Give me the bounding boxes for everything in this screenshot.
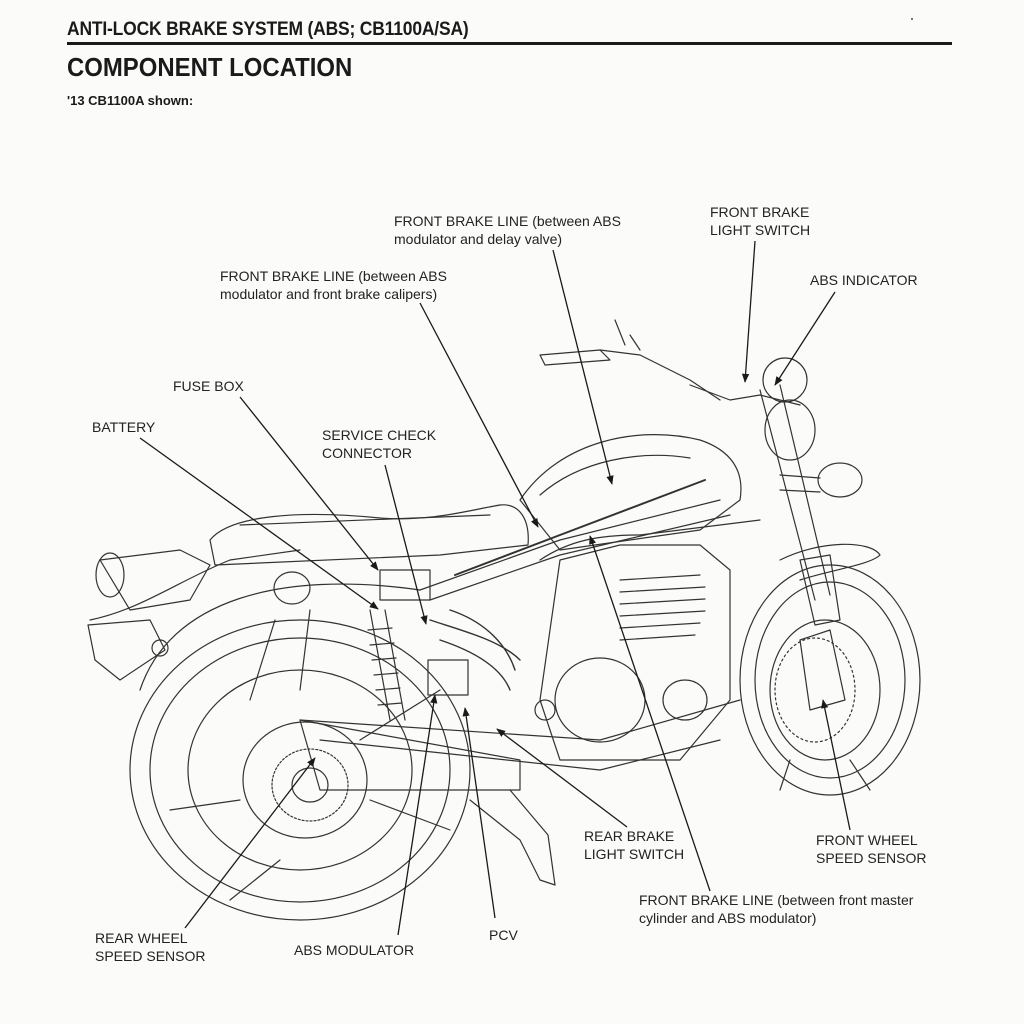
- frame: [299, 479, 761, 886]
- callout-text: FRONT WHEEL: [816, 832, 918, 848]
- callout-text: ABS MODULATOR: [294, 942, 415, 958]
- front-fender: [779, 543, 881, 581]
- callout-text: FRONT BRAKE LINE (between ABS: [220, 268, 447, 284]
- callout-text: SERVICE CHECK: [322, 427, 437, 443]
- callout-pcv: PCV: [489, 926, 518, 944]
- leader-calipers: [419, 302, 539, 528]
- section-title: ANTI-LOCK BRAKE SYSTEM (ABS; CB1100A/SA): [67, 19, 469, 40]
- callout-rear-wheel-speed-sensor: REAR WHEEL SPEED SENSOR: [95, 929, 205, 965]
- callout-text: FRONT BRAKE: [710, 204, 810, 220]
- leader-delay-valve: [552, 249, 614, 485]
- abs-modulator-shape: [427, 659, 469, 696]
- callout-text: BATTERY: [92, 419, 156, 435]
- swingarm: [299, 719, 521, 791]
- callout-service-check-connector: SERVICE CHECK CONNECTOR: [322, 426, 436, 462]
- callout-front-brake-light-switch: FRONT BRAKE LIGHT SWITCH: [710, 203, 810, 239]
- seat: [209, 504, 529, 566]
- engine: [534, 544, 731, 761]
- leader-battery: [139, 437, 379, 610]
- fuse-box-shape: [379, 569, 431, 601]
- leader-lines: [139, 240, 851, 936]
- callout-front-brake-line-master: FRONT BRAKE LINE (between front master c…: [639, 891, 913, 927]
- scan-speck: [911, 18, 913, 20]
- fuel-tank: [519, 434, 742, 551]
- leader-abs-indicator: [774, 291, 836, 386]
- callout-battery: BATTERY: [92, 418, 155, 436]
- header-rule: [67, 42, 952, 45]
- motorcycle-line-art: [87, 319, 921, 921]
- page-title: COMPONENT LOCATION: [67, 52, 353, 82]
- front-wheel: [739, 564, 921, 796]
- handlebar: [539, 319, 816, 461]
- model-shown-note: '13 CB1100A shown:: [67, 93, 194, 108]
- callout-text: REAR BRAKE: [584, 828, 675, 844]
- leader-pcv: [462, 707, 496, 919]
- front-fork: [759, 384, 841, 626]
- callout-front-brake-line-delay-valve: FRONT BRAKE LINE (between ABS modulator …: [394, 212, 621, 248]
- leader-abs-modulator: [397, 694, 438, 936]
- leader-rear-brake-light-switch: [496, 728, 628, 828]
- callout-text: SPEED SENSOR: [95, 948, 206, 964]
- callout-front-brake-line-calipers: FRONT BRAKE LINE (between ABS modulator …: [220, 267, 447, 303]
- rear-wheel: [129, 609, 471, 921]
- callout-text: modulator and delay valve): [394, 231, 563, 247]
- callout-rear-brake-light-switch: REAR BRAKE LIGHT SWITCH: [584, 827, 684, 863]
- callout-text: cylinder and ABS modulator): [639, 910, 817, 926]
- callout-text: PCV: [489, 927, 518, 943]
- leader-rear-wheel-speed-sensor: [184, 757, 316, 929]
- callout-text: REAR WHEEL: [95, 930, 188, 946]
- leader-master-cylinder: [589, 535, 711, 892]
- callout-text: SPEED SENSOR: [816, 850, 927, 866]
- callout-fuse-box: FUSE BOX: [173, 377, 244, 395]
- leader-service-check: [384, 464, 428, 625]
- callout-text: CONNECTOR: [322, 445, 412, 461]
- callout-text: modulator and front brake calipers): [220, 286, 438, 302]
- callout-text: FRONT BRAKE LINE (between ABS: [394, 213, 621, 229]
- callout-abs-indicator: ABS INDICATOR: [810, 271, 918, 289]
- callout-text: LIGHT SWITCH: [584, 846, 685, 862]
- callout-text: FRONT BRAKE LINE (between front master: [639, 892, 914, 908]
- rear-fender: [87, 549, 421, 691]
- callout-front-wheel-speed-sensor: FRONT WHEEL SPEED SENSOR: [816, 831, 926, 867]
- leader-front-wheel-speed-sensor: [821, 699, 851, 831]
- callout-text: FUSE BOX: [173, 378, 244, 394]
- leader-front-brake-light-switch: [741, 240, 756, 383]
- front-turn-signal: [817, 462, 863, 498]
- callout-text: LIGHT SWITCH: [710, 222, 811, 238]
- callout-abs-modulator: ABS MODULATOR: [294, 941, 414, 959]
- leader-fuse-box: [239, 396, 379, 571]
- rear-shock: [367, 609, 406, 721]
- callout-text: ABS INDICATOR: [810, 272, 918, 288]
